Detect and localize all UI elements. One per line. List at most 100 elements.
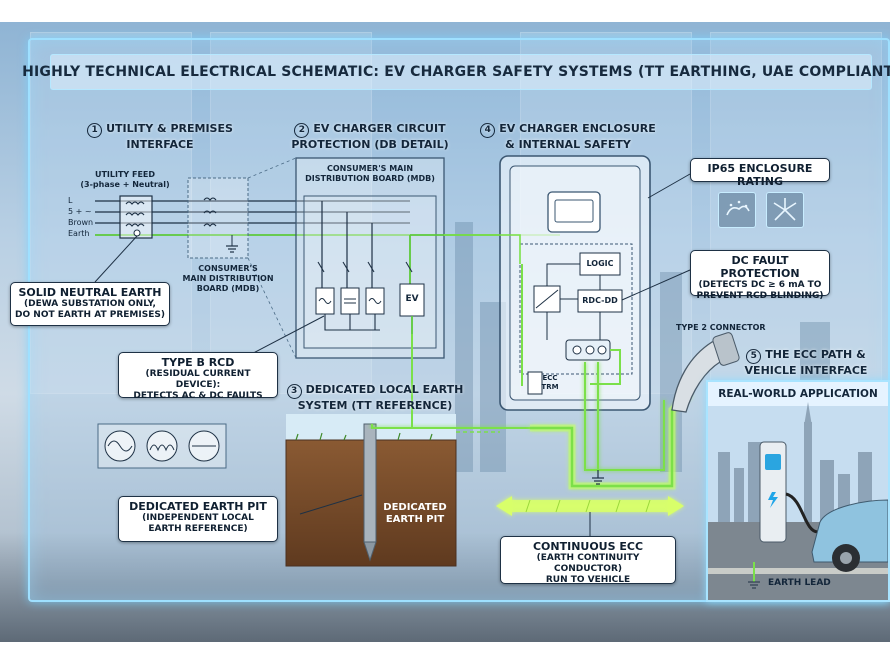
dc-fault-line2: (DETECTS DC ≥ 6 mA TO — [698, 280, 822, 290]
ac-wave-glyph — [107, 440, 133, 452]
ecc-terminal-line2: TRM — [541, 383, 559, 391]
neutral-earth-callout: SOLID NEUTRAL EARTH (DEWA SUBSTATION ONL… — [10, 282, 170, 326]
logic-label: LOGIC — [586, 259, 614, 268]
mdb-large-label: CONSUMER'S MAIN DISTRIBUTION BOARD (MDB) — [296, 164, 444, 184]
section-5-title-line2: VEHICLE INTERFACE — [744, 364, 868, 377]
background-tower — [660, 272, 682, 472]
charger-enclosure — [499, 155, 651, 411]
type-b-rcd-callout: TYPE B RCD (RESIDUAL CURRENT DEVICE): DE… — [118, 352, 278, 401]
supply-to-charger-cable — [444, 234, 521, 264]
mdb-small-line1: CONSUMER'S — [198, 264, 258, 273]
dc-fault-title: DC FAULT PROTECTION — [720, 254, 800, 280]
bolt-icon — [768, 492, 778, 508]
charger-display-screen — [554, 199, 594, 223]
background-tower — [455, 222, 473, 472]
section-5-number: 5 — [746, 349, 762, 364]
neutral-earth-line2: (DEWA SUBSTATION ONLY, — [24, 299, 156, 309]
earth-pit-rod-line2: EARTH PIT — [385, 514, 445, 525]
pulsating-dc-icon — [146, 430, 178, 462]
section-4-number: 4 — [480, 123, 496, 138]
earth-pit-rod-label: DEDICATED EARTH PIT — [380, 502, 450, 526]
charger-display — [547, 191, 601, 233]
type-b-line2: (RESIDUAL CURRENT DEVICE): — [145, 369, 251, 390]
water-jet-icon — [766, 192, 804, 228]
earth-pit-rod-line1: DEDICATED — [383, 502, 447, 513]
mdb-small-line3: BOARD (MDB) — [196, 284, 260, 293]
utility-feed-label: UTILITY FEED (3-phase + Neutral) — [70, 170, 180, 190]
section-2-title-line1: EV CHARGER CIRCUIT — [313, 122, 446, 135]
earth-pit-line3: EARTH REFERENCE) — [148, 524, 248, 534]
ecc-terminal-line1: ECC — [542, 374, 558, 382]
neutral-earth-title: SOLID NEUTRAL EARTH — [18, 286, 162, 299]
diagram-title: HIGHLY TECHNICAL ELECTRICAL SCHEMATIC: E… — [22, 64, 890, 80]
ecc-title: CONTINUOUS ECC — [532, 540, 644, 553]
pulsating-dc-glyph — [149, 444, 175, 452]
earth-pit-leader — [299, 494, 363, 515]
ip65-title: IP65 ENCLOSURE RATING — [707, 162, 813, 188]
earth-pit-callout: DEDICATED EARTH PIT (INDEPENDENT LOCAL E… — [118, 496, 278, 542]
ecc-arrow-hatching — [525, 499, 651, 513]
breaker-wave-icons — [318, 298, 382, 304]
mdb-output-lines — [324, 314, 380, 331]
earth-rod-shaft — [363, 423, 377, 543]
mdb-small-box — [187, 177, 249, 259]
mdb-small-line2: MAIN DISTRIBUTION — [182, 274, 274, 283]
mdb-switch-icons — [317, 261, 413, 273]
rdc-dd-label: RDC-DD — [582, 296, 618, 305]
transformer-coil-icon — [125, 201, 145, 227]
type-b-line3: DETECTS AC & DC FAULTS — [133, 391, 263, 401]
real-world-title: REAL-WORLD APPLICATION — [708, 382, 888, 406]
earth-pit-title: DEDICATED EARTH PIT — [129, 500, 267, 513]
utility-line-label-earth: Earth — [68, 229, 90, 238]
contactor-diag — [535, 289, 559, 309]
real-world-scene — [708, 402, 888, 600]
charger-green-conductors — [521, 264, 621, 386]
ground-symbol-icon — [226, 245, 238, 253]
section-2-number: 2 — [294, 123, 310, 138]
earth-rod-cable — [371, 424, 530, 429]
ecc-terminal-box — [527, 371, 543, 395]
neutral-earth-node — [133, 229, 141, 237]
ip65-callout: IP65 ENCLOSURE RATING — [690, 158, 830, 188]
utility-line-label-brown: Brown — [68, 218, 94, 227]
mdb-large-line1: CONSUMER'S MAIN — [326, 164, 414, 173]
mdb-large-line2: DISTRIBUTION BOARD (MDB) — [305, 174, 435, 183]
real-world-inset: REAL-WORLD APPLICATION EARTH LEAD — [706, 380, 890, 602]
dc-fault-callout: DC FAULT PROTECTION (DETECTS DC ≥ 6 mA T… — [690, 250, 830, 301]
type2-connector-label: TYPE 2 CONNECTOR — [676, 323, 766, 332]
section-3-title-line1: DEDICATED LOCAL EARTH — [305, 383, 464, 396]
dc-fault-line3: PREVENT RCD BLINDING) — [696, 291, 824, 301]
earth-pit-line2: (INDEPENDENT LOCAL — [142, 513, 254, 523]
mdb-coil-icon — [203, 197, 217, 227]
section-4-title-line1: EV CHARGER ENCLOSURE — [499, 122, 656, 135]
section-1-title-line1: UTILITY & PREMISES — [106, 122, 233, 135]
ev-breaker-label: EV — [405, 294, 419, 304]
section-1-number: 1 — [87, 123, 103, 138]
diagram-title-bar: HIGHLY TECHNICAL ELECTRICAL SCHEMATIC: E… — [22, 54, 890, 90]
mdb-bus-lines — [321, 201, 373, 290]
terminal-2 — [585, 345, 595, 355]
section-5-title-line1: THE ECC PATH & — [765, 348, 866, 361]
earth-lead-label: EARTH LEAD — [768, 578, 831, 588]
dust-protection-icon — [718, 192, 756, 228]
mdb-inner-box — [303, 195, 437, 349]
mdb-large-box — [295, 157, 445, 359]
neutral-earth-line3: DO NOT EARTH AT PREMISES) — [15, 310, 165, 320]
section-3-title-line2: SYSTEM (TT REFERENCE) — [297, 399, 453, 412]
dc-fault-leader — [621, 269, 691, 301]
terminal-3 — [597, 345, 607, 355]
section-2-title-line2: PROTECTION (DB DETAIL) — [291, 138, 449, 151]
mdb-small-label: CONSUMER'S MAIN DISTRIBUTION BOARD (MDB) — [178, 264, 278, 294]
charger-internal-lines — [546, 263, 601, 340]
grass-tufts — [295, 432, 433, 441]
electric-car-icon — [811, 499, 888, 563]
utility-feed-subtitle: (3-phase + Neutral) — [80, 180, 170, 189]
ecc-callout: CONTINUOUS ECC (EARTH CONTINUITY CONDUCT… — [500, 536, 676, 585]
utility-line-label-l: L — [68, 196, 73, 205]
background-window — [30, 32, 192, 394]
ecc-line2: (EARTH CONTINUITY CONDUCTOR) — [536, 553, 640, 574]
